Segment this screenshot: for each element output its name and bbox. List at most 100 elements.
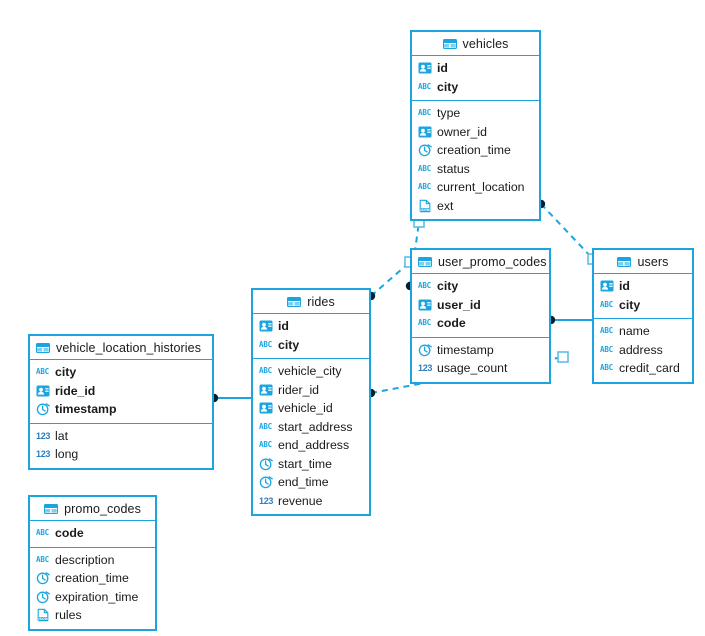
entity-header[interactable]: users xyxy=(594,250,692,274)
column-row[interactable]: creation_time xyxy=(412,141,539,160)
relationship-rides-to-user_promo_codes xyxy=(366,256,416,301)
column-row[interactable]: start_time xyxy=(253,455,369,474)
entity-title: promo_codes xyxy=(64,501,141,516)
column-label: timestamp xyxy=(55,402,117,417)
column-label: city xyxy=(619,297,641,312)
column-label: start_time xyxy=(278,456,332,471)
column-label: expiration_time xyxy=(55,589,139,604)
column-label: vehicle_id xyxy=(278,401,333,416)
column-row[interactable]: rider_id xyxy=(253,381,369,400)
column-row[interactable]: end_time xyxy=(253,473,369,492)
column-row[interactable]: creation_time xyxy=(30,569,155,588)
column-label: creation_time xyxy=(55,571,129,586)
123-number-icon: 123 xyxy=(36,449,51,460)
table-icon xyxy=(287,295,302,309)
column-row[interactable]: ABC credit_card xyxy=(594,359,692,378)
abc-string-icon: ABC xyxy=(600,363,613,373)
abc-string-icon: ABC xyxy=(36,367,49,377)
primary-key-row[interactable]: id xyxy=(594,277,692,296)
id-card-icon xyxy=(418,298,432,312)
clock-icon xyxy=(36,402,50,416)
id-card-icon xyxy=(418,61,432,75)
column-label: code xyxy=(437,316,466,331)
column-label: ride_id xyxy=(55,383,96,398)
column-label: description xyxy=(55,552,115,567)
column-label: creation_time xyxy=(437,143,511,158)
clock-icon xyxy=(259,475,273,489)
abc-string-icon: ABC xyxy=(600,344,613,354)
column-label: id xyxy=(619,279,630,294)
primary-key-row[interactable]: id xyxy=(412,59,539,78)
column-row[interactable]: timestamp xyxy=(412,341,549,360)
primary-key-row[interactable]: ABC city xyxy=(412,277,549,296)
entity-header[interactable]: user_promo_codes xyxy=(412,250,549,274)
123-number-icon: 123 xyxy=(259,495,274,506)
abc-string-icon: ABC xyxy=(600,299,613,309)
entity-header[interactable]: vehicle_location_histories xyxy=(30,336,212,360)
column-row[interactable]: owner_id xyxy=(412,123,539,142)
id-card-icon xyxy=(259,319,273,333)
abc-string-icon: ABC xyxy=(418,81,431,91)
column-label: credit_card xyxy=(619,361,680,376)
primary-key-row[interactable]: user_id xyxy=(412,296,549,315)
primary-key-row[interactable]: id xyxy=(253,317,369,336)
clock-icon xyxy=(418,343,432,357)
entity-header[interactable]: rides xyxy=(253,290,369,314)
column-label: rider_id xyxy=(278,382,320,397)
clock-icon xyxy=(418,143,432,157)
column-row[interactable]: vehicle_id xyxy=(253,399,369,418)
column-label: vehicle_city xyxy=(278,364,342,379)
column-label: current_location xyxy=(437,180,525,195)
123-number-icon: 123 xyxy=(418,363,433,374)
abc-string-icon: ABC xyxy=(418,281,431,291)
id-card-icon xyxy=(600,279,614,293)
primary-key-row[interactable]: ride_id xyxy=(30,382,212,401)
column-label: code xyxy=(55,526,84,541)
column-label: id xyxy=(437,61,448,76)
primary-key-row[interactable]: ABC code xyxy=(30,524,155,543)
clock-icon xyxy=(259,457,273,471)
primary-key-row[interactable]: timestamp xyxy=(30,400,212,419)
primary-key-row[interactable]: ABC city xyxy=(594,296,692,315)
relationship-line xyxy=(370,261,411,297)
column-label: city xyxy=(437,279,459,294)
entity-title: vehicle_location_histories xyxy=(56,340,202,355)
column-label: name xyxy=(619,324,650,339)
column-label: status xyxy=(437,161,470,176)
entity-header[interactable]: vehicles xyxy=(412,32,539,56)
column-row[interactable]: expiration_time xyxy=(30,588,155,607)
entity-header[interactable]: promo_codes xyxy=(30,497,155,521)
id-card-icon xyxy=(259,401,273,415)
abc-string-icon: ABC xyxy=(36,528,49,538)
